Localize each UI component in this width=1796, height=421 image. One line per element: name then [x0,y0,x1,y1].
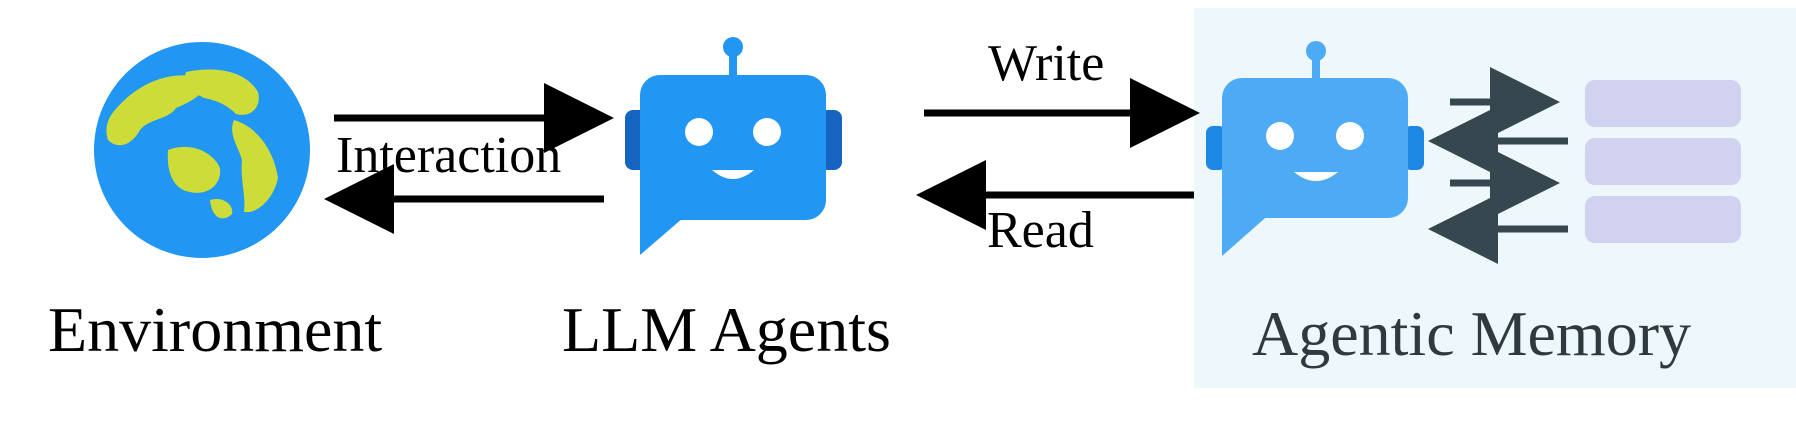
agentic-memory-label: Agentic Memory [1252,298,1691,369]
memory-slot-3 [1585,196,1741,243]
environment-label: Environment [48,294,383,365]
interaction-label: Interaction [336,127,562,184]
write-label: Write [988,35,1105,92]
memory-robot-icon [1206,41,1424,256]
llm-agent-robot-icon [625,37,842,255]
memory-slot-2 [1585,138,1741,185]
llm-agents-label: LLM Agents [562,294,891,365]
globe-icon [94,42,310,258]
read-label: Read [987,202,1094,259]
memory-slot-1 [1585,80,1741,127]
